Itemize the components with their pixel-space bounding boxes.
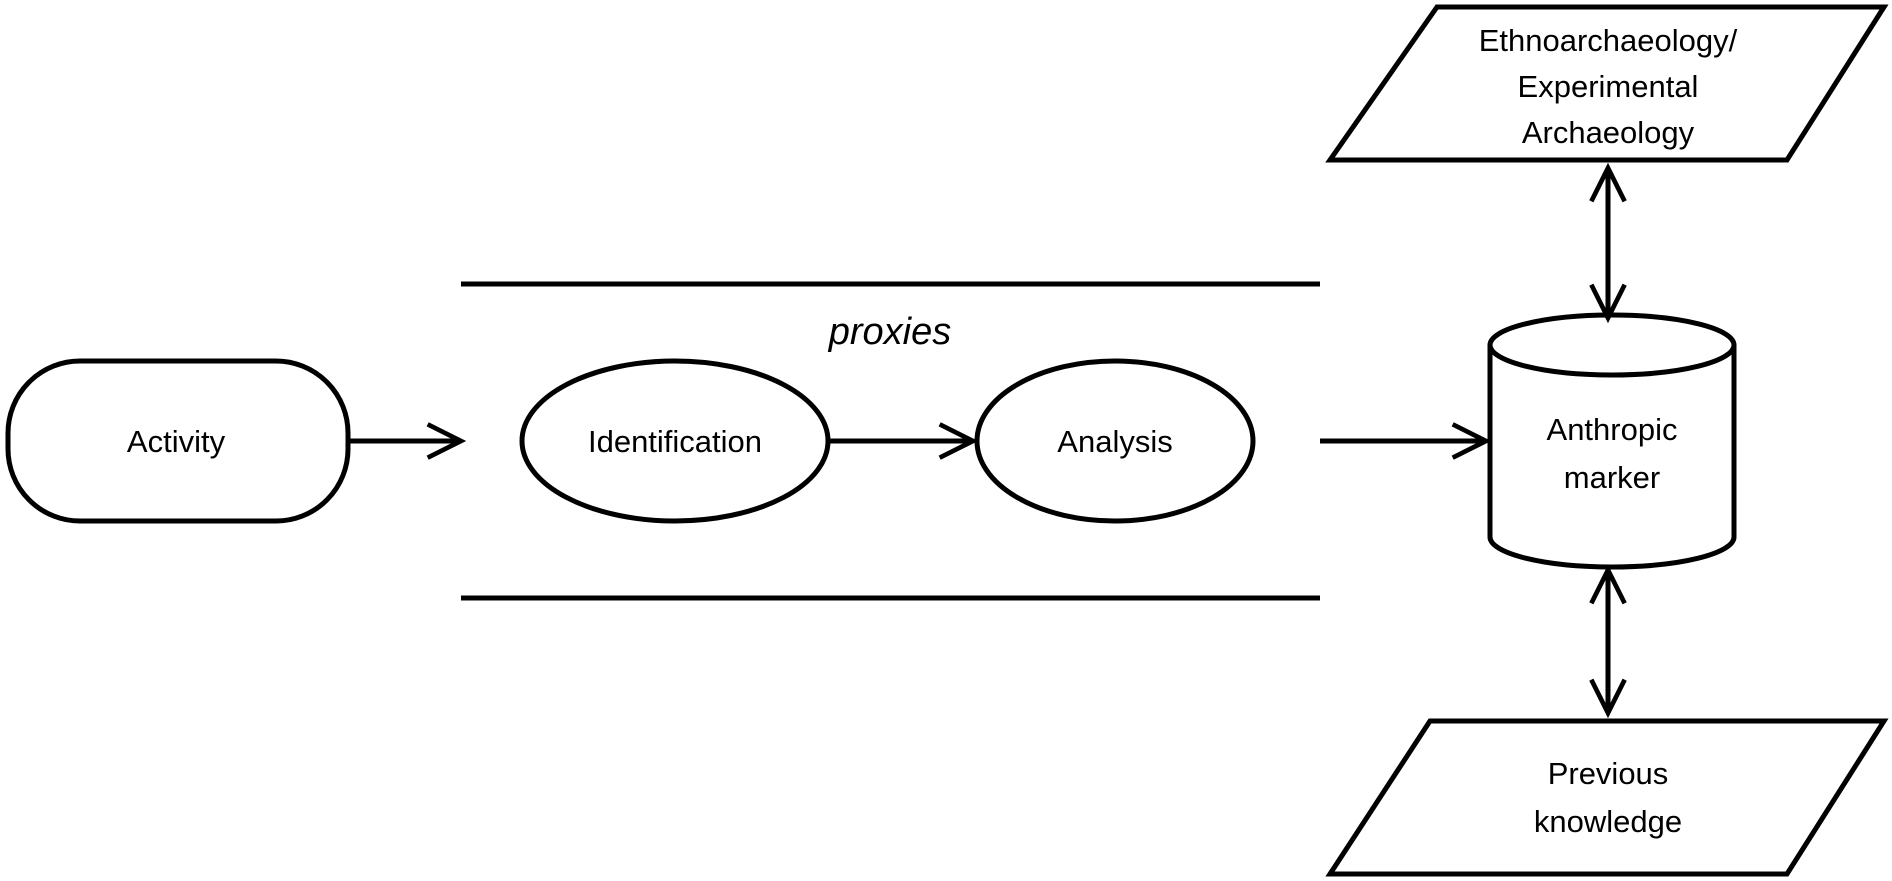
anthropic-marker-label-line2: marker <box>1564 460 1660 495</box>
anthropic-marker-label-line1: Anthropic <box>1547 412 1678 447</box>
ethno-label-line1: Ethnoarchaeology/ <box>1479 23 1738 58</box>
ethno-label-line2: Experimental <box>1518 69 1699 104</box>
ethnoarchaeology-node: Ethnoarchaeology/ Experimental Archaeolo… <box>1325 4 1889 163</box>
previous-knowledge-node: Previous knowledge <box>1325 718 1889 877</box>
proxies-label: proxies <box>828 311 952 353</box>
anthropic-marker-node: Anthropic marker <box>1487 312 1737 570</box>
activity-node: Activity <box>5 358 351 524</box>
activity-label: Activity <box>127 424 226 459</box>
previous-label-line2: knowledge <box>1534 804 1682 839</box>
ethno-label-line3: Archaeology <box>1522 115 1695 150</box>
analysis-node: Analysis <box>974 358 1256 524</box>
identification-label: Identification <box>588 424 762 459</box>
analysis-label: Analysis <box>1057 424 1172 459</box>
identification-node: Identification <box>519 358 831 524</box>
previous-label-line1: Previous <box>1548 756 1669 791</box>
